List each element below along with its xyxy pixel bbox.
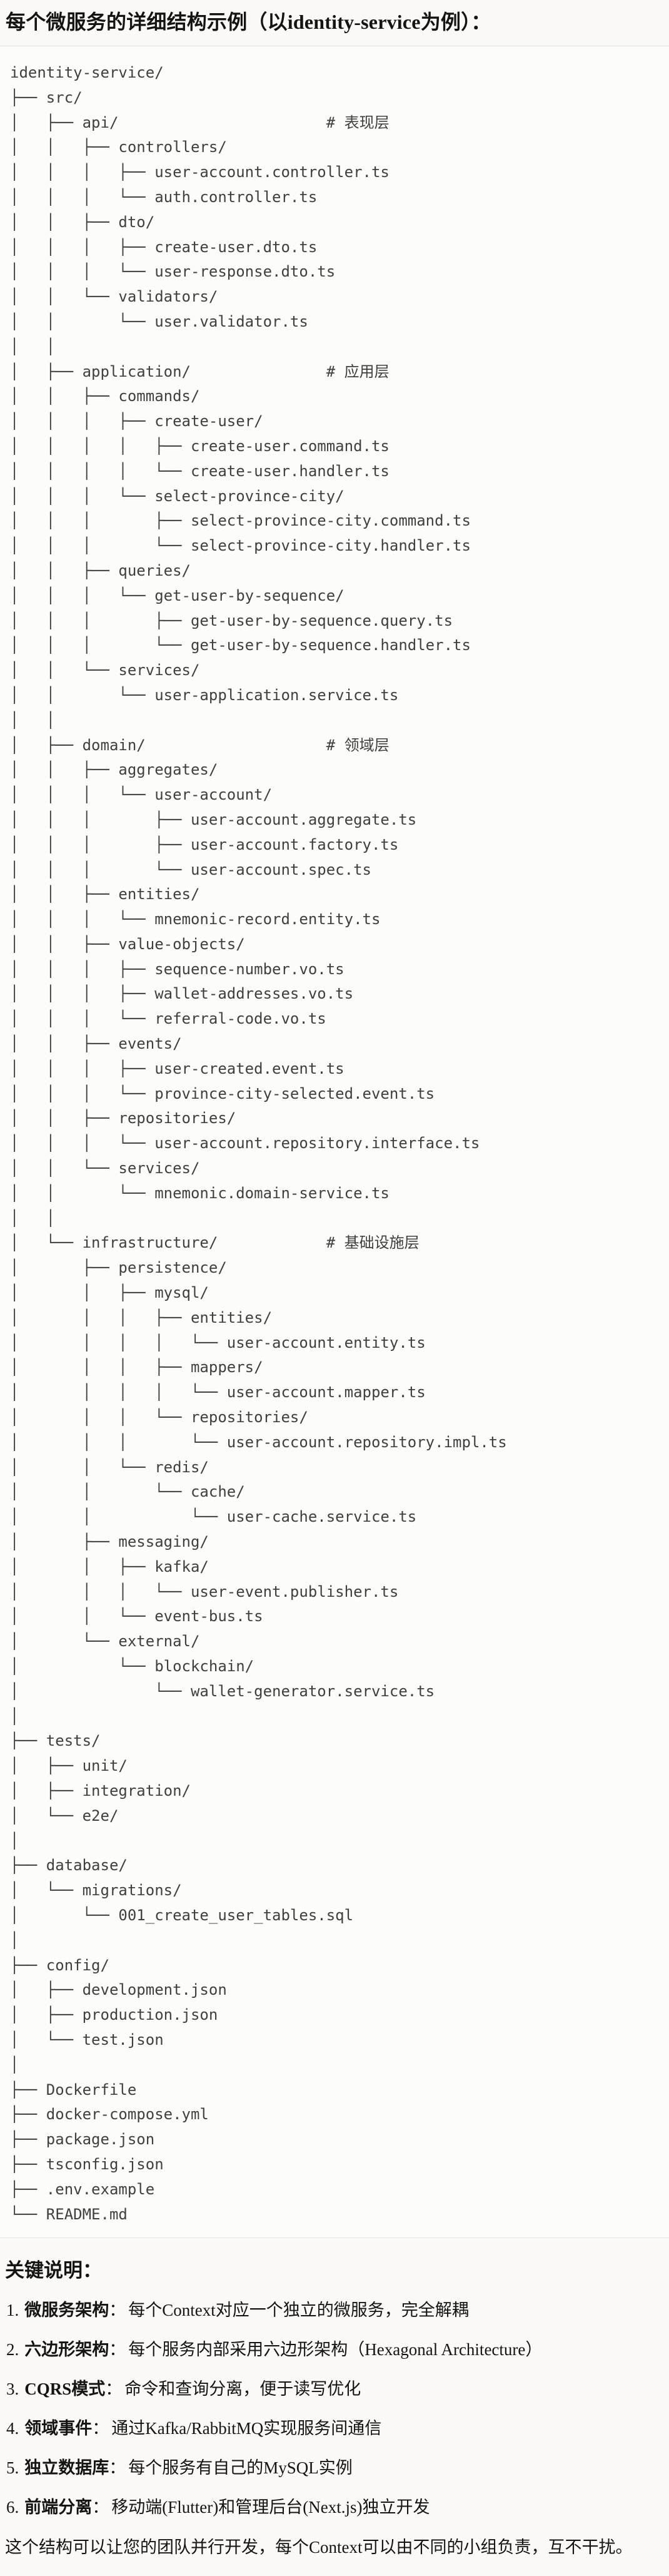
note-number: 4. (6, 2419, 19, 2438)
note-number: 2. (6, 2340, 19, 2360)
note-text: 每个Context对应一个独立的微服务，完全解耦 (128, 2301, 469, 2320)
note-item: 6. 前端分离：移动端(Flutter)和管理后台(Next.js)独立开发 (6, 2497, 663, 2518)
note-text: 每个服务内部采用六边形架构（Hexagonal Architecture） (128, 2340, 543, 2360)
note-label: 微服务架构 (24, 2301, 109, 2320)
note-text: 每个服务有自己的MySQL实例 (128, 2458, 353, 2478)
note-label: 独立数据库 (24, 2458, 109, 2478)
code-block: identity-service/ ├── src/ │ ├── api/ # … (0, 46, 669, 2239)
note-label: 领域事件 (24, 2419, 93, 2438)
note-text: 通过Kafka/RabbitMQ实现服务间通信 (111, 2419, 382, 2438)
note-number: 3. (6, 2380, 19, 2399)
note-number: 1. (6, 2301, 19, 2320)
note-separator: ： (92, 2419, 109, 2438)
page-title: 每个微服务的详细结构示例（以identity-service为例）： (6, 11, 491, 33)
notes-heading: 关键说明： (5, 2259, 102, 2282)
note-separator: ： (109, 2458, 126, 2478)
note-item: 5.独立数据库：每个服务有自己的MySQL实例 (6, 2457, 663, 2478)
note-text: 移动端(Flutter)和管理后台(Next.js)独立开发 (111, 2498, 430, 2517)
notes-section: 关键说明： 1.微服务架构：每个Context对应一个独立的微服务，完全解耦 2… (0, 2258, 669, 2570)
note-item: 4. 领域事件：通过Kafka/RabbitMQ实现服务间通信 (6, 2418, 663, 2439)
note-label: 六边形架构 (24, 2340, 109, 2360)
note-label: 前端分离 (24, 2498, 93, 2517)
note-item: 3. CQRS模式：命令和查询分离，便于读写优化 (6, 2378, 663, 2400)
note-number: 6. (6, 2498, 19, 2517)
note-separator: ： (92, 2498, 109, 2517)
directory-tree-text: identity-service/ ├── src/ │ ├── api/ # … (10, 64, 507, 2223)
note-item: 2.六边形架构：每个服务内部采用六边形架构（Hexagonal Architec… (6, 2339, 663, 2360)
note-text: 命令和查询分离，便于读写优化 (124, 2380, 361, 2399)
note-separator: ： (109, 2340, 126, 2360)
note-item: 1. 微服务架构：每个Context对应一个独立的微服务，完全解耦 (6, 2299, 663, 2321)
note-label: CQRS模式 (24, 2380, 106, 2399)
closing-paragraph: 这个结构可以让您的团队并行开发，每个Context可以由不同的小组负责，互不干扰… (5, 2538, 633, 2557)
note-number: 5. (6, 2458, 19, 2478)
note-separator: ： (109, 2301, 126, 2320)
note-separator: ： (105, 2380, 123, 2399)
